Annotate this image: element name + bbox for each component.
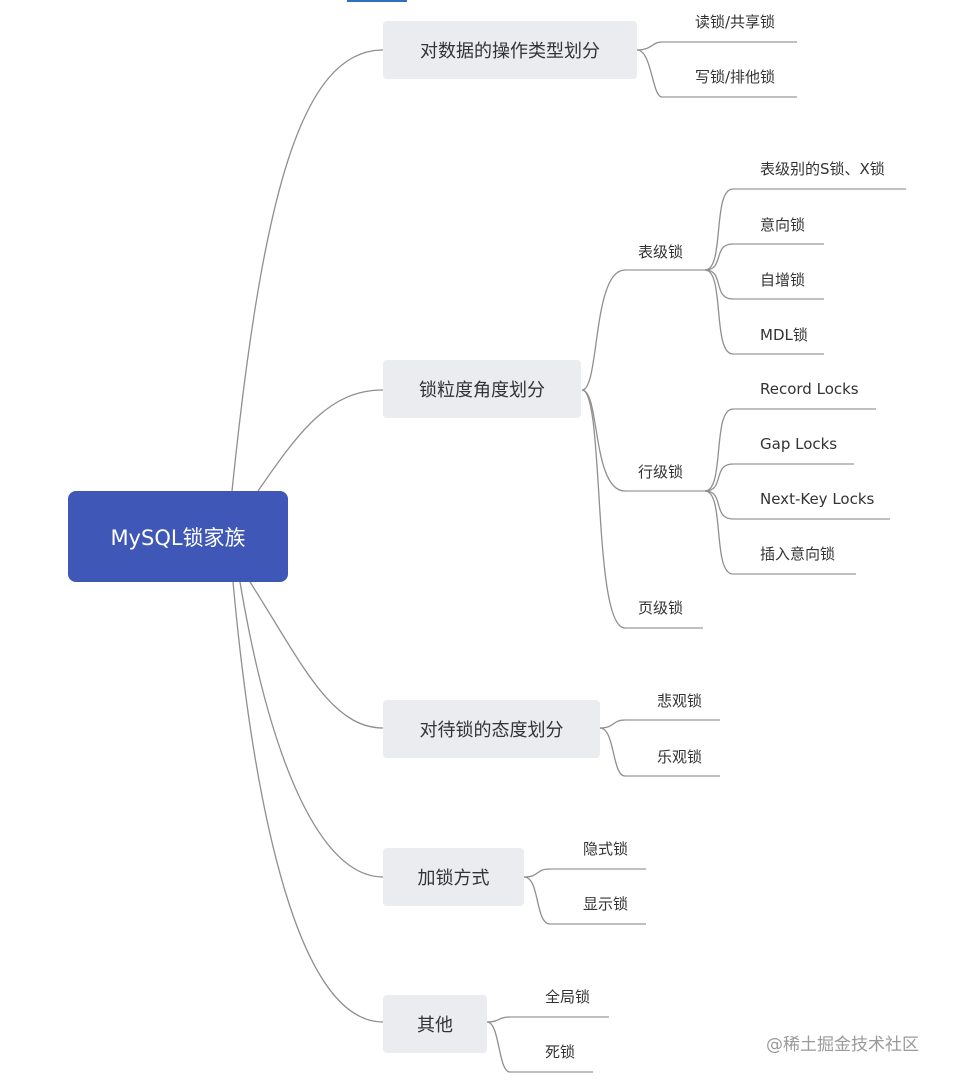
node-page-level[interactable]: 页级锁	[638, 599, 684, 617]
leaf-gap-locks[interactable]: Gap Locks	[760, 435, 838, 453]
leaf-mdl-lock[interactable]: MDL锁	[760, 326, 808, 344]
edge-root-granularity	[257, 389, 384, 492]
leaf-implicit-lock[interactable]: 隐式锁	[583, 840, 629, 858]
leaf-auto-inc-lock[interactable]: 自增锁	[760, 271, 806, 289]
leaf-global-lock[interactable]: 全局锁	[545, 988, 591, 1006]
leaf-deadlock[interactable]: 死锁	[545, 1043, 576, 1061]
node-other[interactable]: 其他	[383, 995, 487, 1053]
edge-root-op-type	[231, 49, 384, 492]
leaf-table-s-x-lock[interactable]: 表级别的S锁、X锁	[760, 160, 885, 178]
top-accent-bar	[347, 0, 407, 2]
leaf-record-locks[interactable]: Record Locks	[760, 380, 859, 398]
node-row-level[interactable]: 行级锁	[638, 463, 684, 481]
watermark: @稀土掘金技术社区	[766, 1035, 919, 1055]
leaf-read-lock[interactable]: 读锁/共享锁	[695, 13, 776, 31]
leaf-intention-lock[interactable]: 意向锁	[760, 216, 806, 234]
root-node[interactable]: MySQL锁家族	[68, 491, 288, 582]
leaf-next-key-locks[interactable]: Next-Key Locks	[760, 490, 875, 508]
edge-root-other	[232, 581, 384, 1023]
node-lock-method[interactable]: 加锁方式	[383, 848, 524, 906]
leaf-pessimistic-lock[interactable]: 悲观锁	[657, 692, 703, 710]
leaf-write-lock[interactable]: 写锁/排他锁	[695, 68, 776, 86]
node-table-level[interactable]: 表级锁	[638, 243, 684, 261]
node-attitude[interactable]: 对待锁的态度划分	[383, 700, 600, 758]
edge-root-lock-method	[239, 581, 384, 878]
leaf-optimistic-lock[interactable]: 乐观锁	[657, 748, 703, 766]
node-granularity[interactable]: 锁粒度角度划分	[383, 360, 581, 418]
leaf-insert-intention-lock[interactable]: 插入意向锁	[760, 545, 836, 563]
leaf-explicit-lock[interactable]: 显示锁	[583, 895, 629, 913]
node-op-type[interactable]: 对数据的操作类型划分	[383, 21, 637, 79]
edge-root-attitude	[249, 581, 384, 729]
